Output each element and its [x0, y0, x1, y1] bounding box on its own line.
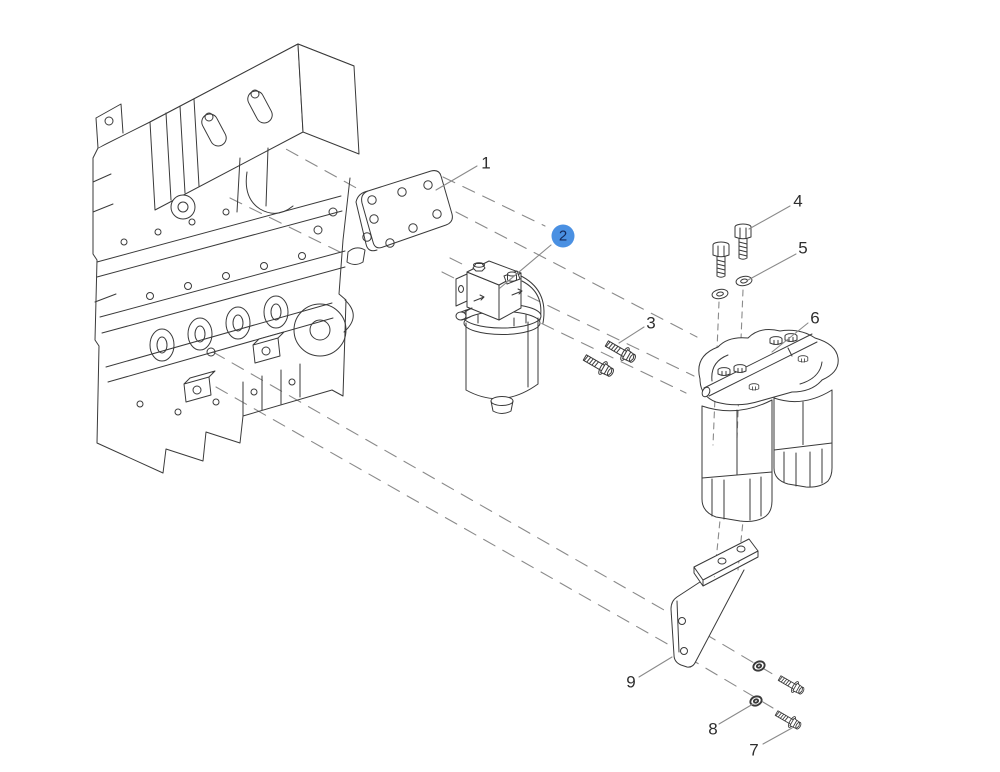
part-5-washers-drawing	[710, 274, 754, 301]
part-label-7[interactable]: 7	[749, 740, 759, 760]
part-3-bolts-drawing	[580, 336, 639, 381]
part-2-highlight[interactable]: 2	[551, 224, 575, 248]
part-label-8[interactable]: 8	[708, 719, 718, 739]
part-4-bolts-drawing	[712, 223, 752, 278]
part-2-fuel-filter-drawing	[455, 260, 545, 414]
part-label-1[interactable]: 1	[481, 153, 491, 173]
part-label-9[interactable]: 9	[626, 672, 636, 692]
part-label-5[interactable]: 5	[798, 238, 808, 258]
part-label-4[interactable]: 4	[793, 191, 803, 211]
part-1-mounting-plate-drawing	[355, 170, 453, 252]
part-label-3[interactable]: 3	[646, 313, 656, 333]
engine-block-drawing	[92, 43, 366, 474]
part-9-bracket-drawing	[670, 538, 759, 668]
part-label-6[interactable]: 6	[810, 308, 820, 328]
part-6-dual-filter-drawing	[698, 329, 839, 522]
part-8-washers-drawing	[748, 658, 767, 709]
leader-lines	[435, 165, 809, 745]
part-7-bolts-drawing	[773, 672, 807, 733]
